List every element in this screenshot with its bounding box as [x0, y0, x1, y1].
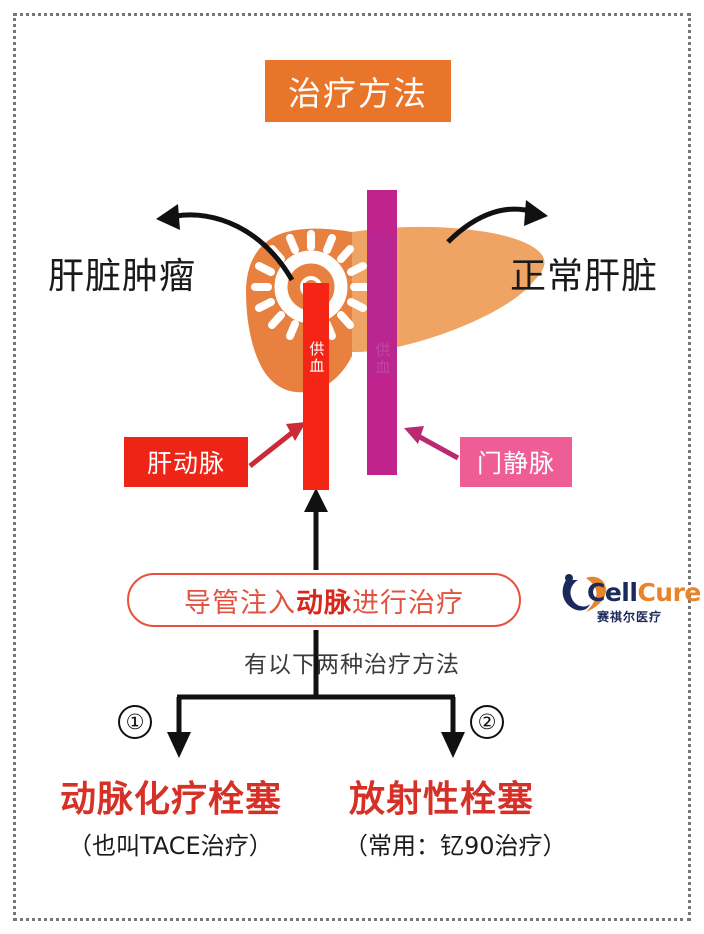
vein-pointer-arrow: [404, 426, 460, 461]
hepatic-artery-tag-text: 肝动脉: [146, 449, 225, 478]
hepatic-artery-tag: 肝动脉: [124, 437, 248, 487]
arrow-to-normal-liver-label: [446, 200, 548, 244]
branch-connector: [167, 630, 465, 758]
catheter-up-arrow: [304, 488, 328, 570]
option-2-title: 放射性栓塞: [349, 779, 535, 820]
portal-vein-tag: 门静脉: [460, 437, 572, 487]
logo-word-cell: Cell: [587, 578, 638, 607]
label-normal-liver: 正常肝脏: [509, 256, 658, 297]
cellcure-wordmark: CellCure: [587, 578, 701, 607]
option-2-subtitle: （常用：钇90治疗）: [344, 832, 567, 860]
hepatic-artery-supply-label: 供血: [307, 341, 326, 375]
portal-vein-overlap: [367, 232, 397, 377]
option-1-subtitle: （也叫TACE治疗）: [68, 832, 273, 860]
pill-text-part2: 进行治疗: [352, 587, 464, 619]
pill-text-part1: 导管注入: [184, 587, 296, 619]
artery-pointer-arrow: [248, 422, 306, 468]
page-title: 治疗方法: [288, 74, 428, 113]
title-banner: 治疗方法: [265, 60, 451, 122]
logo-chinese-name: 赛祺尔医疗: [597, 610, 663, 624]
option-1-title: 动脉化疗栓塞: [60, 779, 283, 820]
portal-vein-tag-text: 门静脉: [476, 449, 555, 478]
cellcure-logo: CellCure 赛祺尔医疗: [549, 573, 701, 631]
hepatic-artery-vessel: 供血: [303, 283, 329, 490]
arrow-to-tumor-label: [156, 204, 295, 282]
treatment-statement-pill: 导管注入 动脉 进行治疗: [127, 573, 521, 627]
liver-right-lobe-lower: [352, 228, 541, 352]
cellcure-logo-mark: [562, 574, 606, 612]
label-liver-tumor: 肝脏肿瘤: [48, 256, 197, 297]
option-1-number: ①: [118, 705, 152, 739]
pill-text-emphasis: 动脉: [296, 587, 352, 619]
treatment-subnote: 有以下两种治疗方法: [244, 652, 460, 678]
logo-word-cure: Cure: [637, 578, 701, 607]
option-2-number: ②: [470, 705, 504, 739]
